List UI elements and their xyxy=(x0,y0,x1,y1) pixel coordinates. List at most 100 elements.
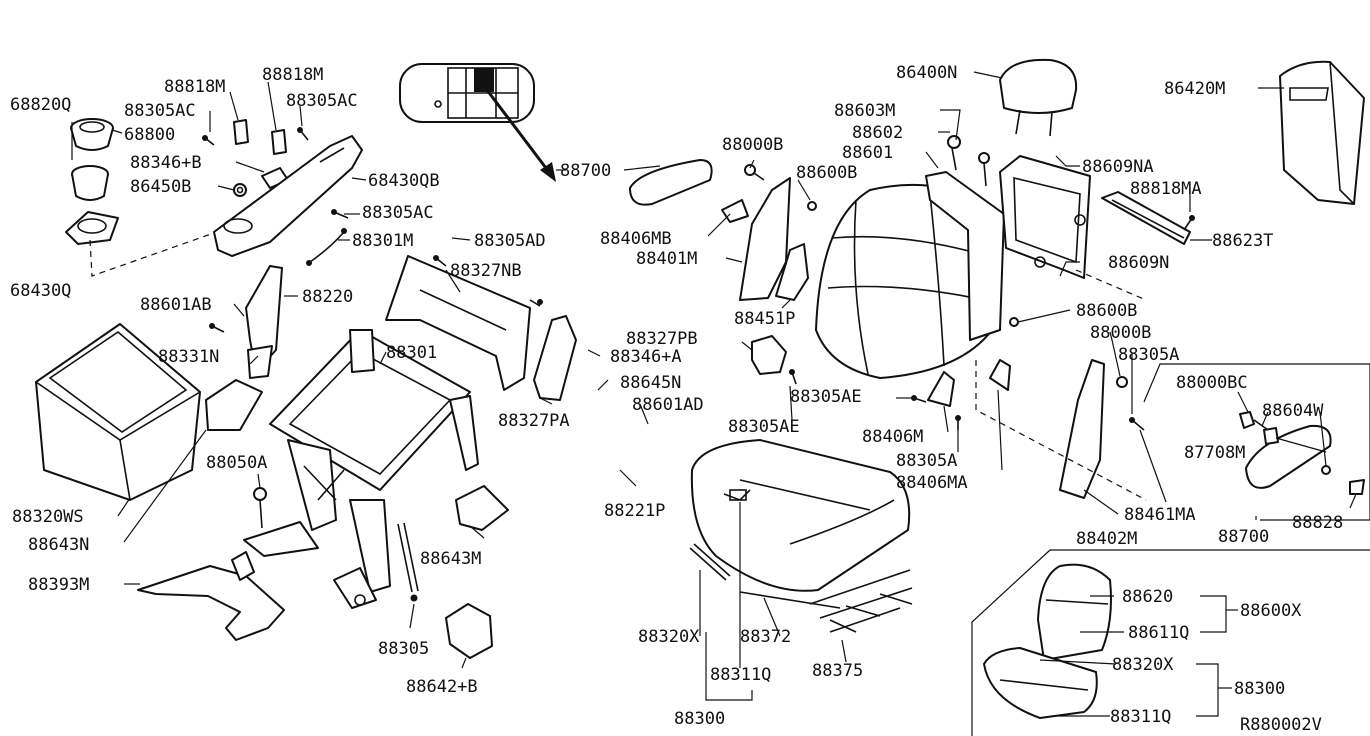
label-88600B-a: 88600B xyxy=(796,163,857,183)
seat-cushion-part xyxy=(690,439,911,592)
inset-seat-part xyxy=(983,563,1112,719)
label-88327PB: 88327PB xyxy=(626,329,698,349)
trim-88327NB-part xyxy=(385,255,531,391)
label-88327PA: 88327PA xyxy=(498,411,570,431)
screw-88818MA-part xyxy=(1183,215,1195,231)
label-88305AE-b: 88305AE xyxy=(728,417,800,437)
label-88300-b: 88300 xyxy=(1234,679,1285,699)
pointer-arrow xyxy=(482,85,556,182)
cup-holder-ring-part xyxy=(70,118,114,151)
label-88327NB: 88327NB xyxy=(450,261,522,281)
screw-88305AE-b-part xyxy=(789,369,797,385)
label-68800: 68800 xyxy=(124,125,175,145)
label-88346B: 88346+B xyxy=(130,153,202,173)
seatback-pocket-86420M-part xyxy=(1279,60,1365,205)
bracket-88406MB-part xyxy=(721,199,749,223)
label-88305AC-b: 88305AC xyxy=(286,91,358,111)
motor-88327PB-part xyxy=(751,335,787,375)
screw-88327NB-part xyxy=(529,299,543,307)
label-88700-a: 88700 xyxy=(560,161,611,181)
label-88623T: 88623T xyxy=(1212,231,1273,251)
label-86400N: 86400N xyxy=(896,63,957,83)
label-88050A: 88050A xyxy=(206,453,267,473)
seat-frame-88301-part xyxy=(243,329,479,609)
label-88611Q: 88611Q xyxy=(1128,623,1189,643)
cover-88393M-part xyxy=(137,565,285,641)
wire-88301M-part xyxy=(306,228,347,266)
cup-holder-base-part xyxy=(65,211,119,245)
label-88301: 88301 xyxy=(386,343,437,363)
seat-back-part xyxy=(815,183,996,379)
bracket-88643N-part xyxy=(205,379,263,431)
label-88305A-a: 88305A xyxy=(896,451,957,471)
bolt-88050A-part xyxy=(253,487,267,529)
console-68430QB-part xyxy=(213,135,363,257)
label-88609N: 88609N xyxy=(1108,253,1169,273)
label-88393M: 88393M xyxy=(28,575,89,595)
switch-panel-part xyxy=(399,63,535,123)
label-88320WS: 88320WS xyxy=(12,507,84,527)
bushing-87708M-part xyxy=(1263,427,1279,445)
label-88000B-a: 88000B xyxy=(722,135,783,155)
clip-88818M-b-part xyxy=(271,129,287,155)
label-86420M: 86420M xyxy=(1164,79,1225,99)
label-88305AE-a: 88305AE xyxy=(790,387,862,407)
storage-bin-88320WS-part xyxy=(35,323,201,501)
label-88642B: 88642+B xyxy=(406,677,478,697)
label-88305AC-c: 88305AC xyxy=(362,203,434,223)
label-88601: 88601 xyxy=(842,143,893,163)
label-68820Q: 68820Q xyxy=(10,95,71,115)
label-88000B-b: 88000B xyxy=(1090,323,1151,343)
cover-88406MA-part xyxy=(989,359,1011,391)
label-88602: 88602 xyxy=(852,123,903,143)
label-88604W: 88604W xyxy=(1262,401,1324,421)
label-88603M: 88603M xyxy=(834,101,895,121)
cap-88828-part xyxy=(1349,479,1365,495)
label-88372: 88372 xyxy=(740,627,791,647)
screw-88305AE-part xyxy=(911,395,927,403)
part-labels: 68820Q 68800 88818M 88818M 88305AC 88305… xyxy=(10,63,1343,735)
bolt-88000B-part xyxy=(744,164,765,181)
nut-88600B-part xyxy=(807,201,817,211)
screw-88305AC-c-part xyxy=(331,209,349,219)
label-88401M: 88401M xyxy=(636,249,697,269)
label-88609NA: 88609NA xyxy=(1082,157,1154,177)
bolt-88000B-b-part xyxy=(1116,376,1128,388)
springs-88375-part xyxy=(829,593,913,633)
label-88818MA: 88818MA xyxy=(1130,179,1202,199)
screw-88305A-b-part xyxy=(1129,417,1145,431)
label-88600X: 88600X xyxy=(1240,601,1302,621)
label-86450B: 86450B xyxy=(130,177,191,197)
reference-code: R880002V xyxy=(1240,715,1322,735)
pin-88602-part xyxy=(947,135,961,171)
leader-lines xyxy=(111,71,1357,717)
label-88818M-a: 88818M xyxy=(164,77,225,97)
tray-88331N-part xyxy=(247,345,273,379)
frame-88601-part xyxy=(925,171,1005,341)
label-88406MB: 88406MB xyxy=(600,229,672,249)
screw-88601AB-part xyxy=(209,323,225,333)
label-88402M: 88402M xyxy=(1076,529,1137,549)
label-88320X-b: 88320X xyxy=(1112,655,1174,675)
label-88305: 88305 xyxy=(378,639,429,659)
label-88320X-a: 88320X xyxy=(638,627,700,647)
rod-88305-part xyxy=(397,522,419,602)
recliner-88402M-part xyxy=(1059,359,1105,499)
back-board-88609N-part xyxy=(999,155,1091,279)
armrest-88700-b-part xyxy=(1245,424,1332,489)
label-88643M: 88643M xyxy=(420,549,481,569)
label-88221P: 88221P xyxy=(604,501,665,521)
label-88311Q-a: 88311Q xyxy=(710,665,771,685)
washer-88604W-part xyxy=(1321,465,1331,475)
bracket-88643M-part xyxy=(455,485,509,531)
inset-frame xyxy=(971,549,1370,736)
label-88220: 88220 xyxy=(302,287,353,307)
label-87708M: 87708M xyxy=(1184,443,1245,463)
label-88331N: 88331N xyxy=(158,347,219,367)
headrest-86400N-part xyxy=(999,58,1078,137)
label-88346A: 88346+A xyxy=(610,347,682,367)
nut-88600B-b-part xyxy=(1009,317,1019,327)
recliner-88401M-part xyxy=(739,177,791,301)
pin-88603M-part xyxy=(978,152,990,187)
